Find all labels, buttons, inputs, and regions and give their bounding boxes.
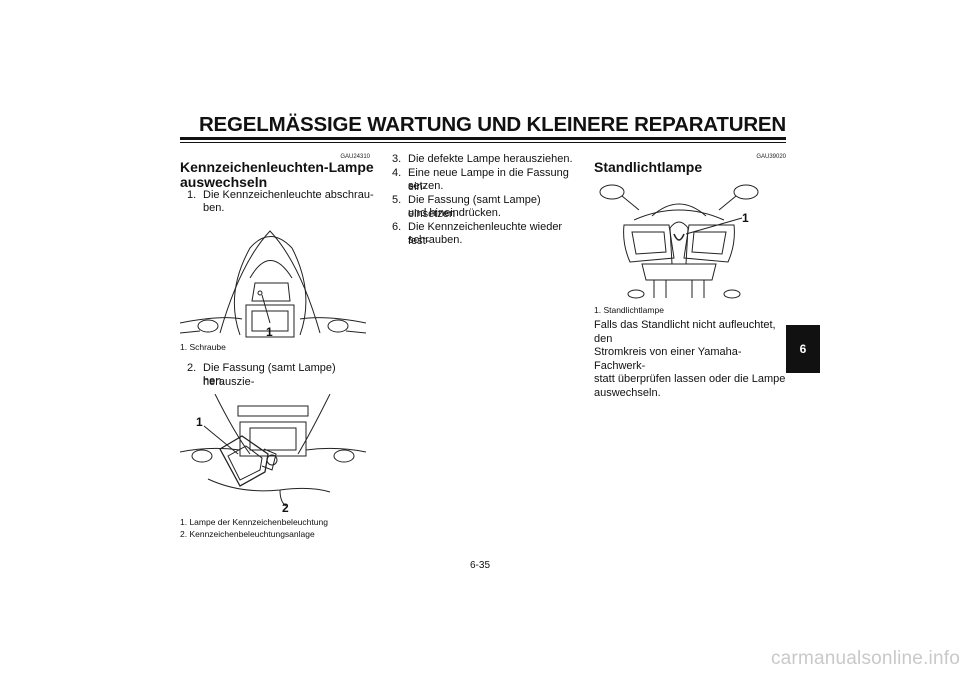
figure-callout-2: 2 bbox=[282, 501, 289, 514]
step-6: 6. Die Kennzeichenleuchte wieder fest- s… bbox=[392, 221, 582, 249]
step-number: 4. bbox=[392, 167, 402, 179]
step-4: 4. Eine neue Lampe in die Fassung ein- s… bbox=[392, 167, 582, 195]
step-text-line1: Die Fassung (samt Lampe) herauszie- bbox=[203, 362, 336, 388]
step-1: 1. Die Kennzeichenleuchte abschrau- ben. bbox=[187, 189, 377, 219]
section-code: GAU39020 bbox=[756, 154, 786, 160]
section-code: GAU24310 bbox=[340, 154, 370, 160]
step-text-line2: und hineindrücken. bbox=[408, 207, 501, 219]
figure-callout-1: 1 bbox=[196, 415, 203, 429]
step-number: 2. bbox=[187, 362, 197, 374]
step-2: 2. Die Fassung (samt Lampe) herauszie- h… bbox=[187, 362, 382, 392]
step-number: 3. bbox=[392, 153, 402, 165]
figure-caption-2: 2. Kennzeichenbeleuchtungsanlage bbox=[180, 529, 315, 539]
step-text-line2: setzen. bbox=[408, 180, 444, 192]
step-text-line1: Die Fassung (samt Lampe) einsetzen bbox=[408, 194, 541, 220]
figure-callout: 1 bbox=[742, 211, 749, 225]
paragraph-line: auswechseln. bbox=[594, 386, 661, 399]
step-text-line2: hen. bbox=[203, 375, 225, 387]
step-text-line1: Die Kennzeichenleuchte abschrau- bbox=[203, 189, 374, 201]
step-3: 3. Die defekte Lampe herausziehen. bbox=[392, 153, 582, 167]
figure-position-light: 1 bbox=[599, 184, 759, 299]
figure-caption: 1. Schraube bbox=[180, 342, 226, 352]
paragraph-line: statt überprüfen lassen oder die Lampe bbox=[594, 373, 786, 385]
paragraph-line: Falls das Standlicht nicht aufleuchtet, … bbox=[594, 319, 776, 345]
section-title-line2: auswechseln bbox=[180, 174, 268, 190]
figure-license-light-screw: 1 bbox=[180, 230, 366, 339]
section-title: Standlichtlampe bbox=[594, 159, 703, 175]
figure-callout: 1 bbox=[266, 325, 273, 339]
page-number: 6-35 bbox=[469, 560, 490, 571]
chapter-tab: 6 bbox=[786, 325, 820, 373]
figure-caption-1: 1. Lampe der Kennzeichenbeleuchtung bbox=[180, 517, 328, 527]
section-title-line1: Kennzeichenleuchten-Lampe bbox=[180, 159, 374, 175]
step-text-line1: Die Kennzeichenleuchte wieder fest- bbox=[408, 221, 563, 247]
step-text-line2: ben. bbox=[203, 202, 225, 214]
step-number: 5. bbox=[392, 194, 402, 206]
step-text-line1: Die defekte Lampe herausziehen. bbox=[408, 153, 573, 165]
step-text-line2: schrauben. bbox=[408, 234, 463, 246]
figure-caption: 1. Standlichtlampe bbox=[594, 305, 664, 315]
step-text-line1: Eine neue Lampe in die Fassung ein- bbox=[408, 167, 569, 193]
step-number: 6. bbox=[392, 221, 402, 233]
figure-bulb-socket: 1 2 bbox=[180, 394, 366, 514]
paragraph-line: Stromkreis von einer Yamaha-Fachwerk- bbox=[594, 346, 742, 372]
page-title: REGELMÄSSIGE WARTUNG UND KLEINERE REPARA… bbox=[198, 113, 786, 136]
paragraph-standlicht: Falls das Standlicht nicht aufleuchtet, … bbox=[594, 319, 789, 400]
step-number: 1. bbox=[187, 189, 197, 201]
header-rule bbox=[180, 137, 786, 140]
header-rule-thin bbox=[180, 142, 786, 143]
step-5: 5. Die Fassung (samt Lampe) einsetzen un… bbox=[392, 194, 582, 222]
watermark: carmanualsonline.info bbox=[770, 648, 960, 669]
